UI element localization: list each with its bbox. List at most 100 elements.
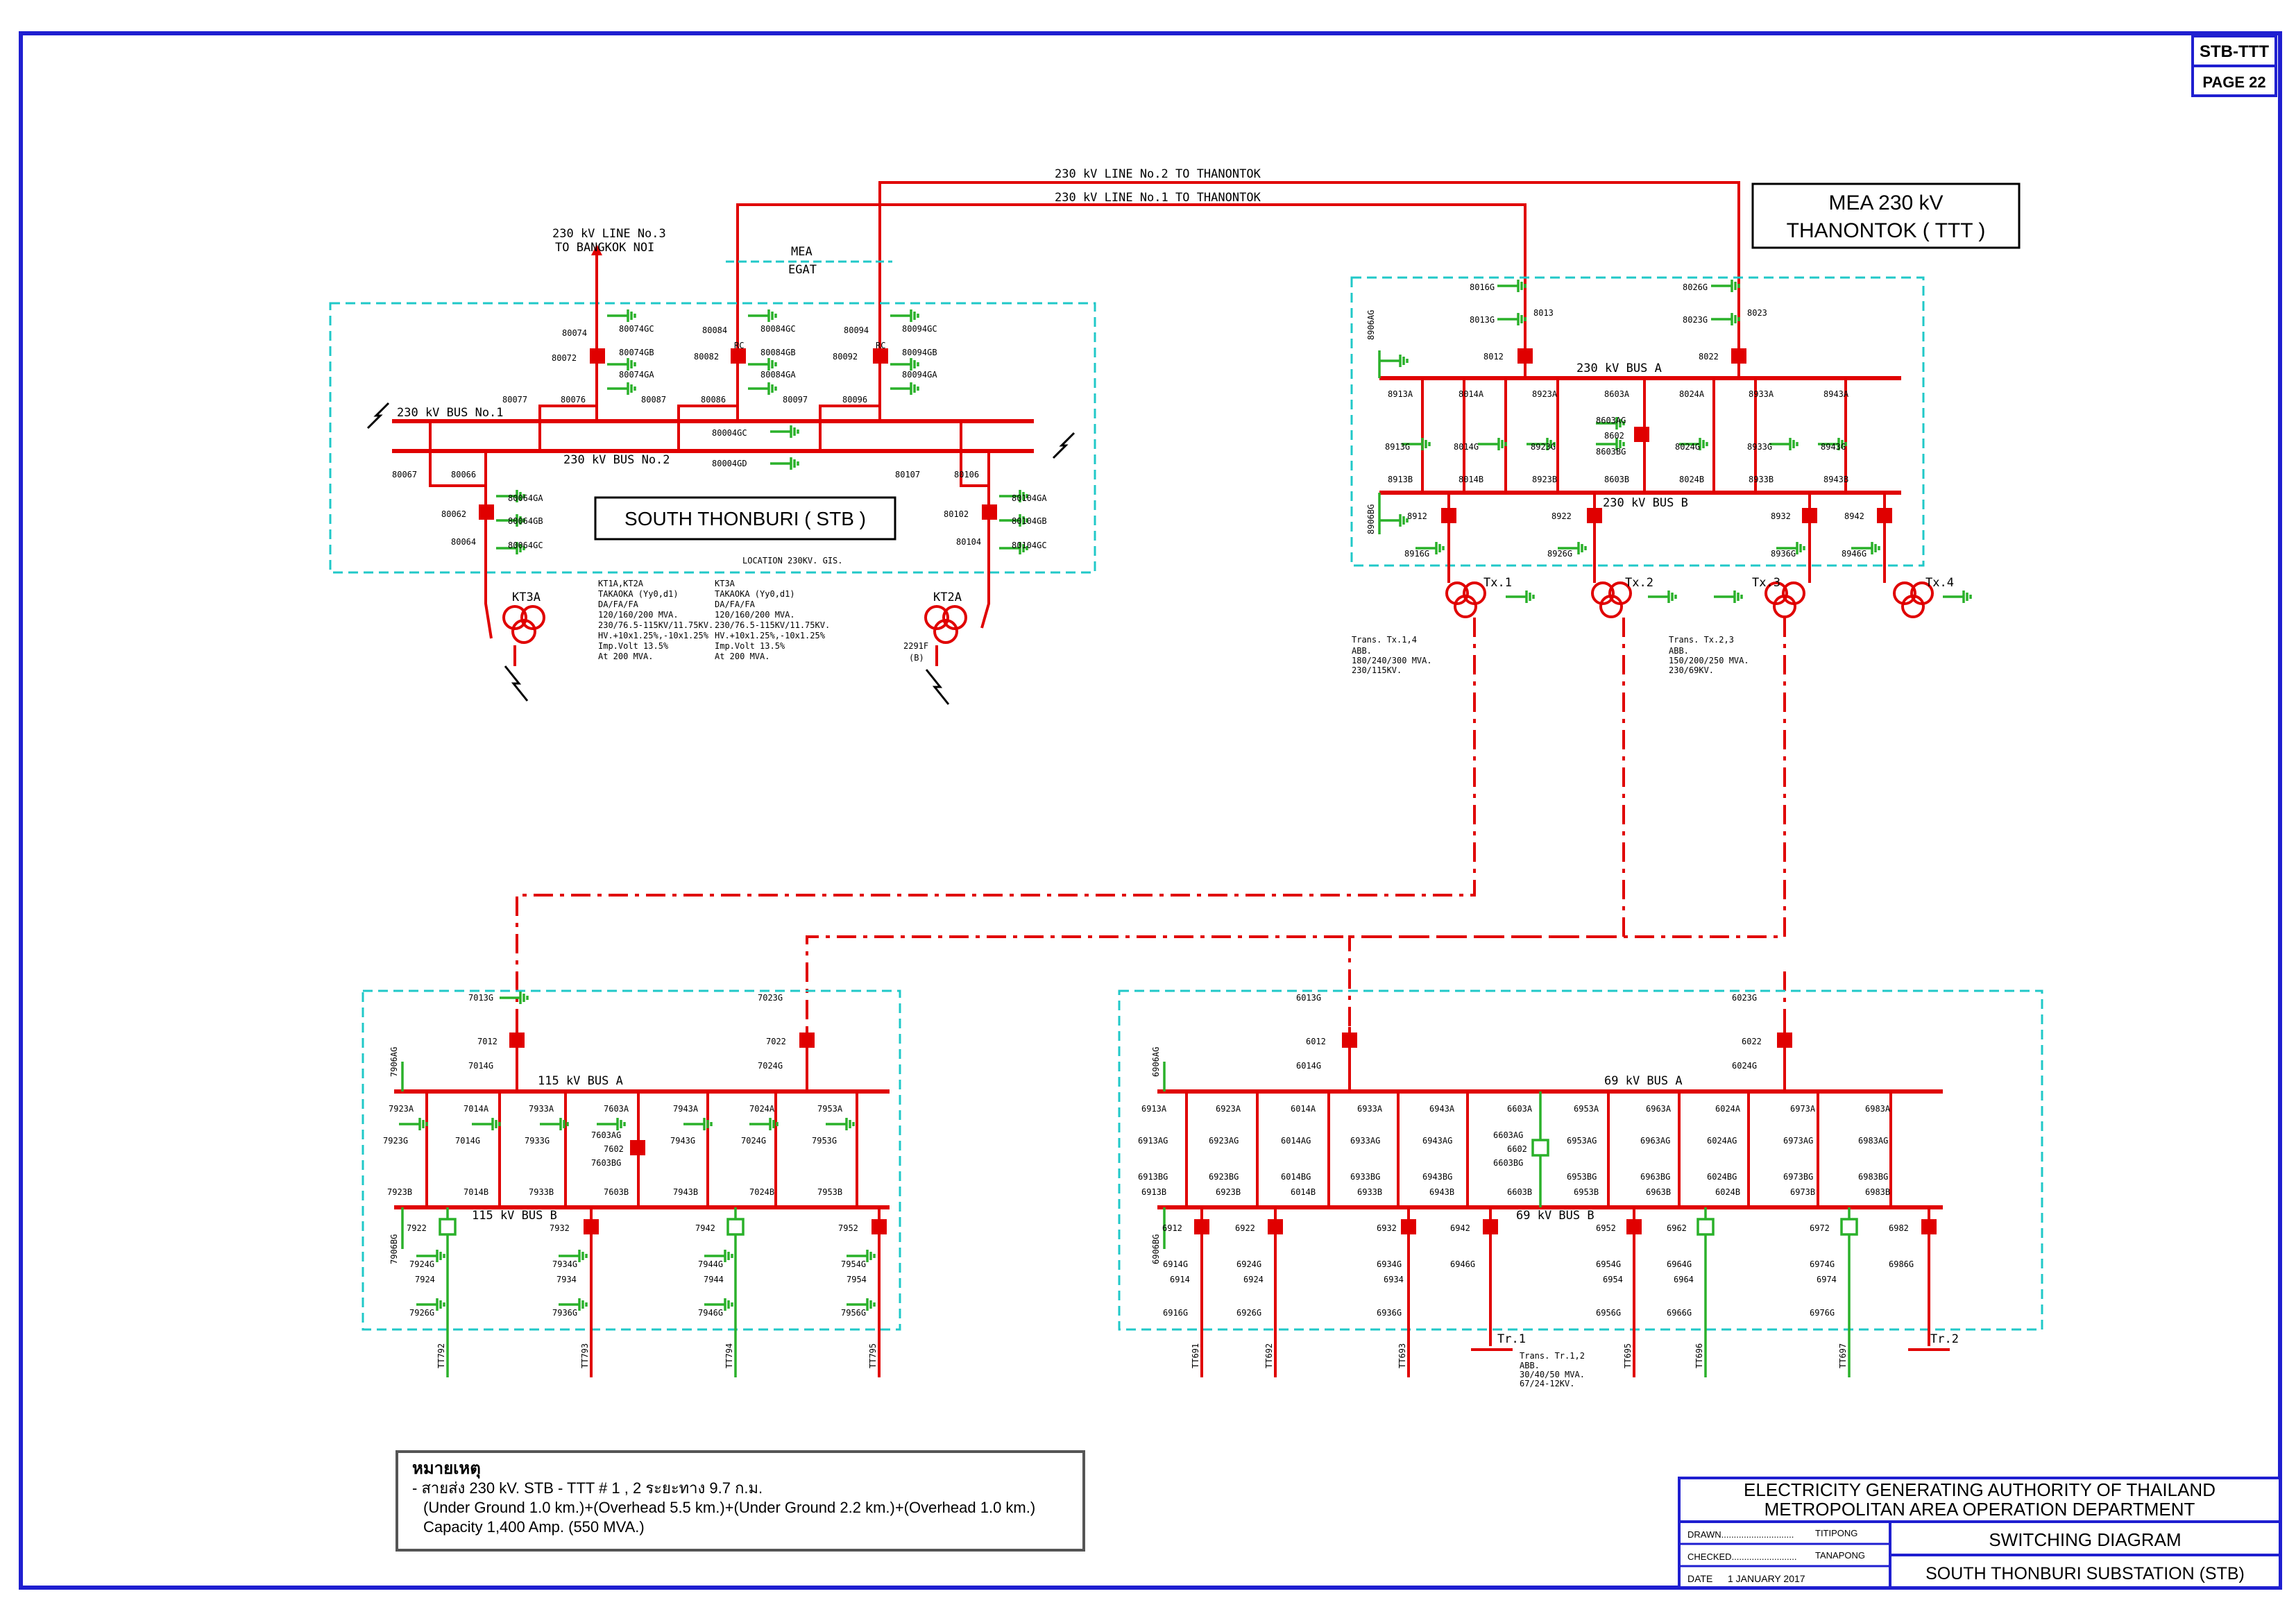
tx4-transformer: Tx.4	[1893, 576, 1972, 618]
station-69kv: 69 kV BUS A 69 kV BUS B 6013G 6012 6014G…	[1118, 989, 2043, 1388]
lbl: 80066	[451, 470, 476, 479]
lbl: 8026G	[1683, 282, 1708, 292]
lbl: 6973BG	[1783, 1172, 1813, 1182]
cb-6942[interactable]	[1483, 1219, 1498, 1234]
lbl: 7024G	[758, 1061, 783, 1071]
lbl: KT1A,KT2A	[598, 579, 644, 588]
station-115kv-box	[362, 989, 901, 1331]
tx1-transformer: Tx.1	[1445, 576, 1535, 618]
cb-6952[interactable]	[1626, 1219, 1642, 1234]
cb-6932[interactable]	[1401, 1219, 1416, 1234]
cb-6012[interactable]	[1342, 1033, 1357, 1048]
lbl: 8012	[1483, 352, 1504, 362]
tr2-transformer: Tr.2	[1908, 1332, 1959, 1351]
cb-6022[interactable]	[1777, 1033, 1792, 1048]
cb-7602[interactable]	[630, 1140, 645, 1155]
lbl: 8933B	[1749, 475, 1774, 484]
cb-8022[interactable]	[1731, 348, 1746, 364]
lbl: 7014G	[455, 1136, 480, 1146]
cb-80092[interactable]	[873, 348, 888, 364]
cb-80062[interactable]	[479, 504, 494, 520]
lbl: 6943B	[1429, 1187, 1454, 1197]
lbl: 6913B	[1141, 1187, 1166, 1197]
cb-8602[interactable]	[1634, 427, 1649, 442]
lbl: 7022	[766, 1037, 786, 1046]
cb-6922[interactable]	[1268, 1219, 1283, 1234]
lbl: TT695	[1623, 1343, 1633, 1368]
lbl: 8603AG	[1596, 416, 1626, 425]
lbl: 67/24-12KV.	[1520, 1379, 1574, 1388]
cb-80072[interactable]	[590, 348, 605, 364]
lbl: 7023G	[758, 993, 783, 1003]
cb-7922[interactable]	[439, 1218, 457, 1236]
tr2-label: Tr.2	[1930, 1332, 1959, 1346]
lbl: 80106	[954, 470, 979, 479]
lbl: 7952	[838, 1223, 858, 1233]
lbl: 7923G	[383, 1136, 408, 1146]
cb-80082[interactable]	[731, 348, 746, 364]
lbl: 6913A	[1141, 1104, 1167, 1114]
lbl: 6913BG	[1138, 1172, 1168, 1182]
lbl: 8024B	[1679, 475, 1704, 484]
lbl: Imp.Volt 13.5%	[715, 641, 785, 651]
lbl: 8603BG	[1596, 447, 1626, 457]
tie-lines: 230 kV LINE No.2 TO THANONTOK 230 kV LIN…	[736, 167, 1740, 305]
lbl: 80062	[441, 509, 466, 519]
lbl: 150/200/250 MVA.	[1669, 656, 1749, 665]
cb-8932[interactable]	[1802, 508, 1817, 523]
cb-8942[interactable]	[1877, 508, 1892, 523]
tx3-label: Tx.3	[1752, 576, 1780, 590]
cb-6912[interactable]	[1194, 1219, 1209, 1234]
lbl: 80086	[701, 395, 726, 405]
lbl: 7024G	[741, 1136, 766, 1146]
lbl: 7934	[556, 1275, 577, 1284]
lbl: 7024A	[749, 1104, 775, 1114]
kt3a-label: KT3A	[512, 590, 541, 604]
lbl: 6014A	[1291, 1104, 1316, 1114]
cb-80102[interactable]	[982, 504, 997, 520]
lbl: DA/FA/FA	[715, 600, 756, 609]
org-department: METROPOLITAN AREA OPERATION DEPARTMENT	[1764, 1499, 2195, 1520]
cb-7942[interactable]	[726, 1218, 745, 1236]
lbl: 6912	[1162, 1223, 1182, 1233]
lbl: 6603A	[1507, 1104, 1533, 1114]
cb-6982[interactable]	[1921, 1219, 1937, 1234]
cb-7012[interactable]	[509, 1033, 525, 1048]
cb-7952[interactable]	[871, 1219, 887, 1234]
lbl: 6942	[1450, 1223, 1470, 1233]
lbl: 80082	[694, 352, 719, 362]
line2-label: 230 kV LINE No.2 TO THANONTOK	[1055, 167, 1261, 181]
lbl: 6933B	[1357, 1187, 1382, 1197]
cb-6602[interactable]	[1531, 1139, 1549, 1157]
lbl: 6983A	[1865, 1104, 1891, 1114]
lbl: At 200 MVA.	[598, 652, 653, 661]
cb-8922[interactable]	[1587, 508, 1602, 523]
lbl: 6923BG	[1209, 1172, 1239, 1182]
lbl: 6943AG	[1422, 1136, 1452, 1146]
stb-name: SOUTH THONBURI ( STB )	[624, 508, 866, 529]
lbl: 6983AG	[1858, 1136, 1888, 1146]
lbl: 80094GA	[902, 370, 937, 380]
lbl: 8932	[1771, 511, 1791, 521]
cb-8912[interactable]	[1441, 508, 1456, 523]
lbl: 8024G	[1675, 442, 1700, 452]
lbl: 6973A	[1790, 1104, 1816, 1114]
lbl: 8024A	[1679, 389, 1705, 399]
cb-6962[interactable]	[1697, 1218, 1715, 1236]
tr-note: Trans. Tr.1,2 ABB. 30/40/50 MVA. 67/24-1…	[1520, 1351, 1585, 1388]
lbl: 6603AG	[1493, 1130, 1523, 1140]
lbl: 6923B	[1216, 1187, 1241, 1197]
lbl: 6936G	[1377, 1308, 1402, 1318]
lbl: 6913AG	[1138, 1136, 1168, 1146]
lbl: 7013G	[468, 993, 493, 1003]
cb-7932[interactable]	[584, 1219, 599, 1234]
lbl: 7603B	[604, 1187, 629, 1197]
lbl: 8022	[1699, 352, 1719, 362]
lbl: 8933G	[1747, 442, 1772, 452]
cb-7022[interactable]	[799, 1033, 815, 1048]
cb-6972[interactable]	[1840, 1218, 1858, 1236]
lbl: 6914G	[1163, 1259, 1188, 1269]
lbl: 80094GB	[902, 348, 937, 357]
cb-8012[interactable]	[1517, 348, 1533, 364]
lbl: TT696	[1694, 1343, 1704, 1368]
